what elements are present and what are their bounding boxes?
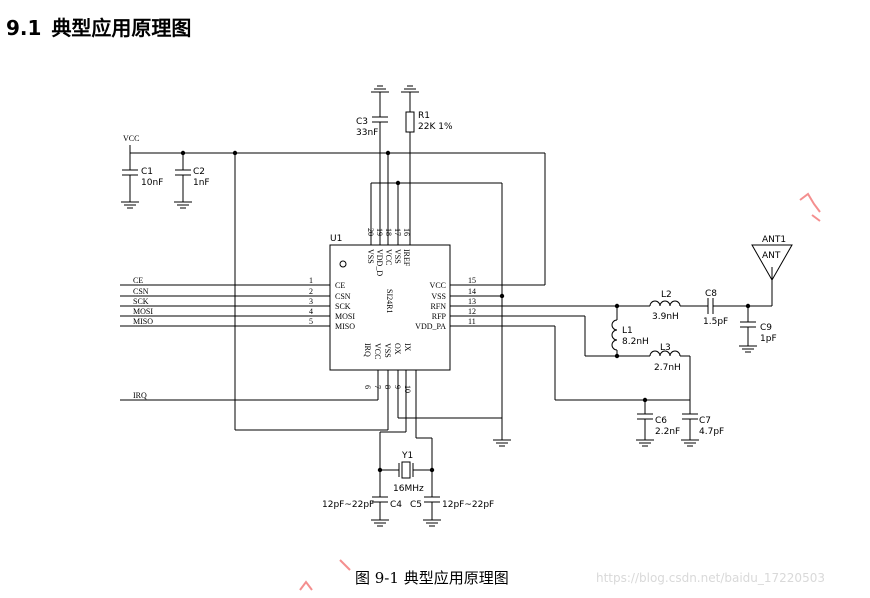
pin-name: VSS [366,249,375,264]
section-number: 9.1 [6,16,42,40]
c2-value: 1nF [193,178,210,188]
net-label-miso: MISO [133,317,153,326]
pin-name: SCK [335,302,351,311]
c1-ref: C1 [141,167,153,177]
c4-value: 12pF~22pF [322,500,374,510]
c5-ref: C5 [410,500,422,510]
pin-number: 15 [468,276,476,285]
c3-ref: C3 [356,117,368,127]
pin-number: 5 [309,317,313,326]
pin-name: VCC [384,249,393,265]
antenna-value: ANT [762,251,781,261]
figure-caption: 图 9-1 典型应用原理图 [355,569,509,587]
pin-name: CSN [335,292,351,301]
red-watermark-marks [299,192,821,591]
c6-ref: C6 [655,416,667,426]
net-label-irq: IRQ [133,391,147,400]
net-label-sck: SCK [133,297,149,306]
pin-number: 18 [384,228,393,236]
c6-value: 2.2nF [655,427,680,437]
pin-number: 1 [309,276,313,285]
c2-ref: C2 [193,167,205,177]
pin-number: 16 [402,228,411,236]
section-title: 典型应用原理图 [51,16,192,40]
section-heading: 9.1 典型应用原理图 [6,12,201,41]
pin-number: 10 [403,385,412,393]
pin-name: VDD_PA [415,322,446,331]
l2-value: 3.9nH [652,312,679,322]
c4-ref: C4 [390,500,402,510]
r1-ref: R1 [418,111,430,121]
c9-ref: C9 [760,323,772,333]
l2-ref: L2 [661,290,672,300]
junction-dots [180,150,751,473]
pin-name: IREF [402,249,411,267]
y1-ref: Y1 [401,451,413,461]
pin-number: 4 [309,307,313,316]
pin-name: CE [335,281,345,290]
l1-ref: L1 [622,326,633,336]
pin-name: RFN [430,302,446,311]
c1-value: 10nF [141,178,163,188]
c8-ref: C8 [705,289,717,299]
pin-name: VSS [393,249,402,264]
c7-value: 4.7pF [699,427,724,437]
net-label-mosi: MOSI [133,307,153,316]
pin-name: VCC [373,343,382,359]
watermark-text: https://blog.csdn.net/baidu_17220503 [596,571,825,585]
c3-value: 33nF [356,128,378,138]
l3-value: 2.7nH [654,363,681,373]
vcc-net-label: VCC [123,134,139,143]
pin-number: 9 [393,385,402,389]
y1-value: 16MHz [393,484,424,494]
antenna-ref: ANT1 [762,235,786,245]
c5-value: 12pF~22pF [442,500,494,510]
pin-name: VCC [430,281,446,290]
pin-number: 20 [366,228,375,236]
pin-number: 6 [363,385,372,389]
pin-number: 2 [309,287,313,296]
l3-ref: L3 [660,343,671,353]
pin-number: 11 [468,317,476,326]
pin-name: IX [403,343,412,352]
c8-value: 1.5pF [703,317,728,327]
pin-number: 8 [383,385,392,389]
pin-name: OX [393,343,402,355]
c9-value: 1pF [760,334,777,344]
pin-number: 12 [468,307,476,316]
net-label-csn: CSN [133,287,149,296]
chip-ref: U1 [330,234,342,244]
l1-value: 8.2nH [622,337,649,347]
pin-name: RFP [432,312,447,321]
c7-ref: C7 [699,416,711,426]
net-label-ce: CE [133,276,143,285]
pin-number: 3 [309,297,313,306]
pin-name: VSS [383,343,392,358]
pin-number: 14 [468,287,476,296]
pin-name: VDD_D [375,249,384,276]
pin-number: 19 [375,228,384,236]
pin-number: 7 [373,385,382,389]
pin-number: 13 [468,297,476,306]
pin-name: VSS [431,292,446,301]
pin-number: 17 [393,228,402,236]
chip-part: SI24R1 [385,289,394,313]
r1-value: 22K 1% [418,122,453,132]
pin-name: IRQ [363,343,372,357]
pin-name: MOSI [335,312,355,321]
pin-name: MISO [335,322,355,331]
